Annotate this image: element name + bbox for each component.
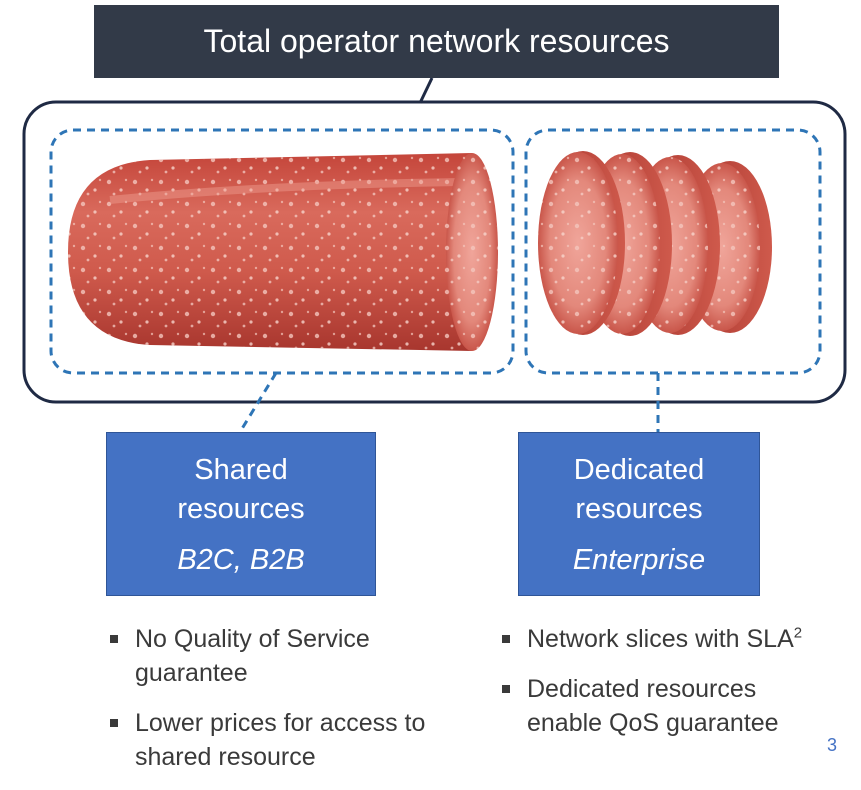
shared-bullet-text: No Quality of Service guarantee [135, 625, 370, 687]
shared-bullet-item: No Quality of Service guarantee [108, 622, 428, 690]
dedicated-title-line1: Dedicated [573, 454, 705, 486]
dedicated-title-line2: resources [575, 493, 703, 525]
shared-title-line2: resources [177, 493, 305, 525]
dedicated-bullet-list: Network slices with SLA2 Dedicated resou… [500, 622, 830, 756]
dedicated-resources-subtitle: Enterprise [572, 544, 706, 576]
salami-log-image [68, 153, 498, 351]
footnote-superscript: 2 [793, 624, 803, 642]
diagram-title-text: Total operator network resources [203, 23, 670, 59]
dedicated-bullet-item: Dedicated resources enable QoS guarantee [500, 672, 830, 740]
shared-bullet-item: Lower prices for access to shared resour… [108, 706, 428, 774]
dedicated-resources-box: Dedicated resources Enterprise [518, 432, 760, 596]
shared-bullet-list: No Quality of Service guarantee Lower pr… [108, 622, 428, 790]
dedicated-resources-title: Dedicated resources [574, 451, 705, 529]
page-footnote-number: 3 [827, 735, 838, 755]
diagram-title: Total operator network resources [94, 5, 779, 78]
salami-slices-image [538, 151, 772, 336]
dedicated-bullet-text: Dedicated resources enable QoS guarantee [527, 675, 779, 737]
bullet-square-icon [110, 719, 118, 727]
bullet-square-icon [110, 635, 118, 643]
shared-title-line1: Shared [194, 454, 288, 486]
total-resources-outline [22, 100, 847, 404]
bullet-square-icon [502, 685, 510, 693]
dedicated-bullet-text: Network slices with SLA [527, 625, 794, 653]
shared-resources-subtitle: B2C, B2B [177, 544, 305, 576]
shared-resources-box: Shared resources B2C, B2B [106, 432, 376, 596]
dedicated-bullet-item: Network slices with SLA2 [500, 622, 830, 656]
shared-group-outline [49, 128, 515, 375]
bullet-square-icon [502, 635, 510, 643]
title-connector [418, 77, 434, 104]
diagram-graphics [22, 77, 847, 433]
shared-bullet-text: Lower prices for access to shared resour… [135, 709, 426, 771]
shared-connector [238, 372, 278, 433]
dedicated-group-outline [524, 128, 822, 375]
shared-resources-title: Shared resources [177, 451, 304, 529]
